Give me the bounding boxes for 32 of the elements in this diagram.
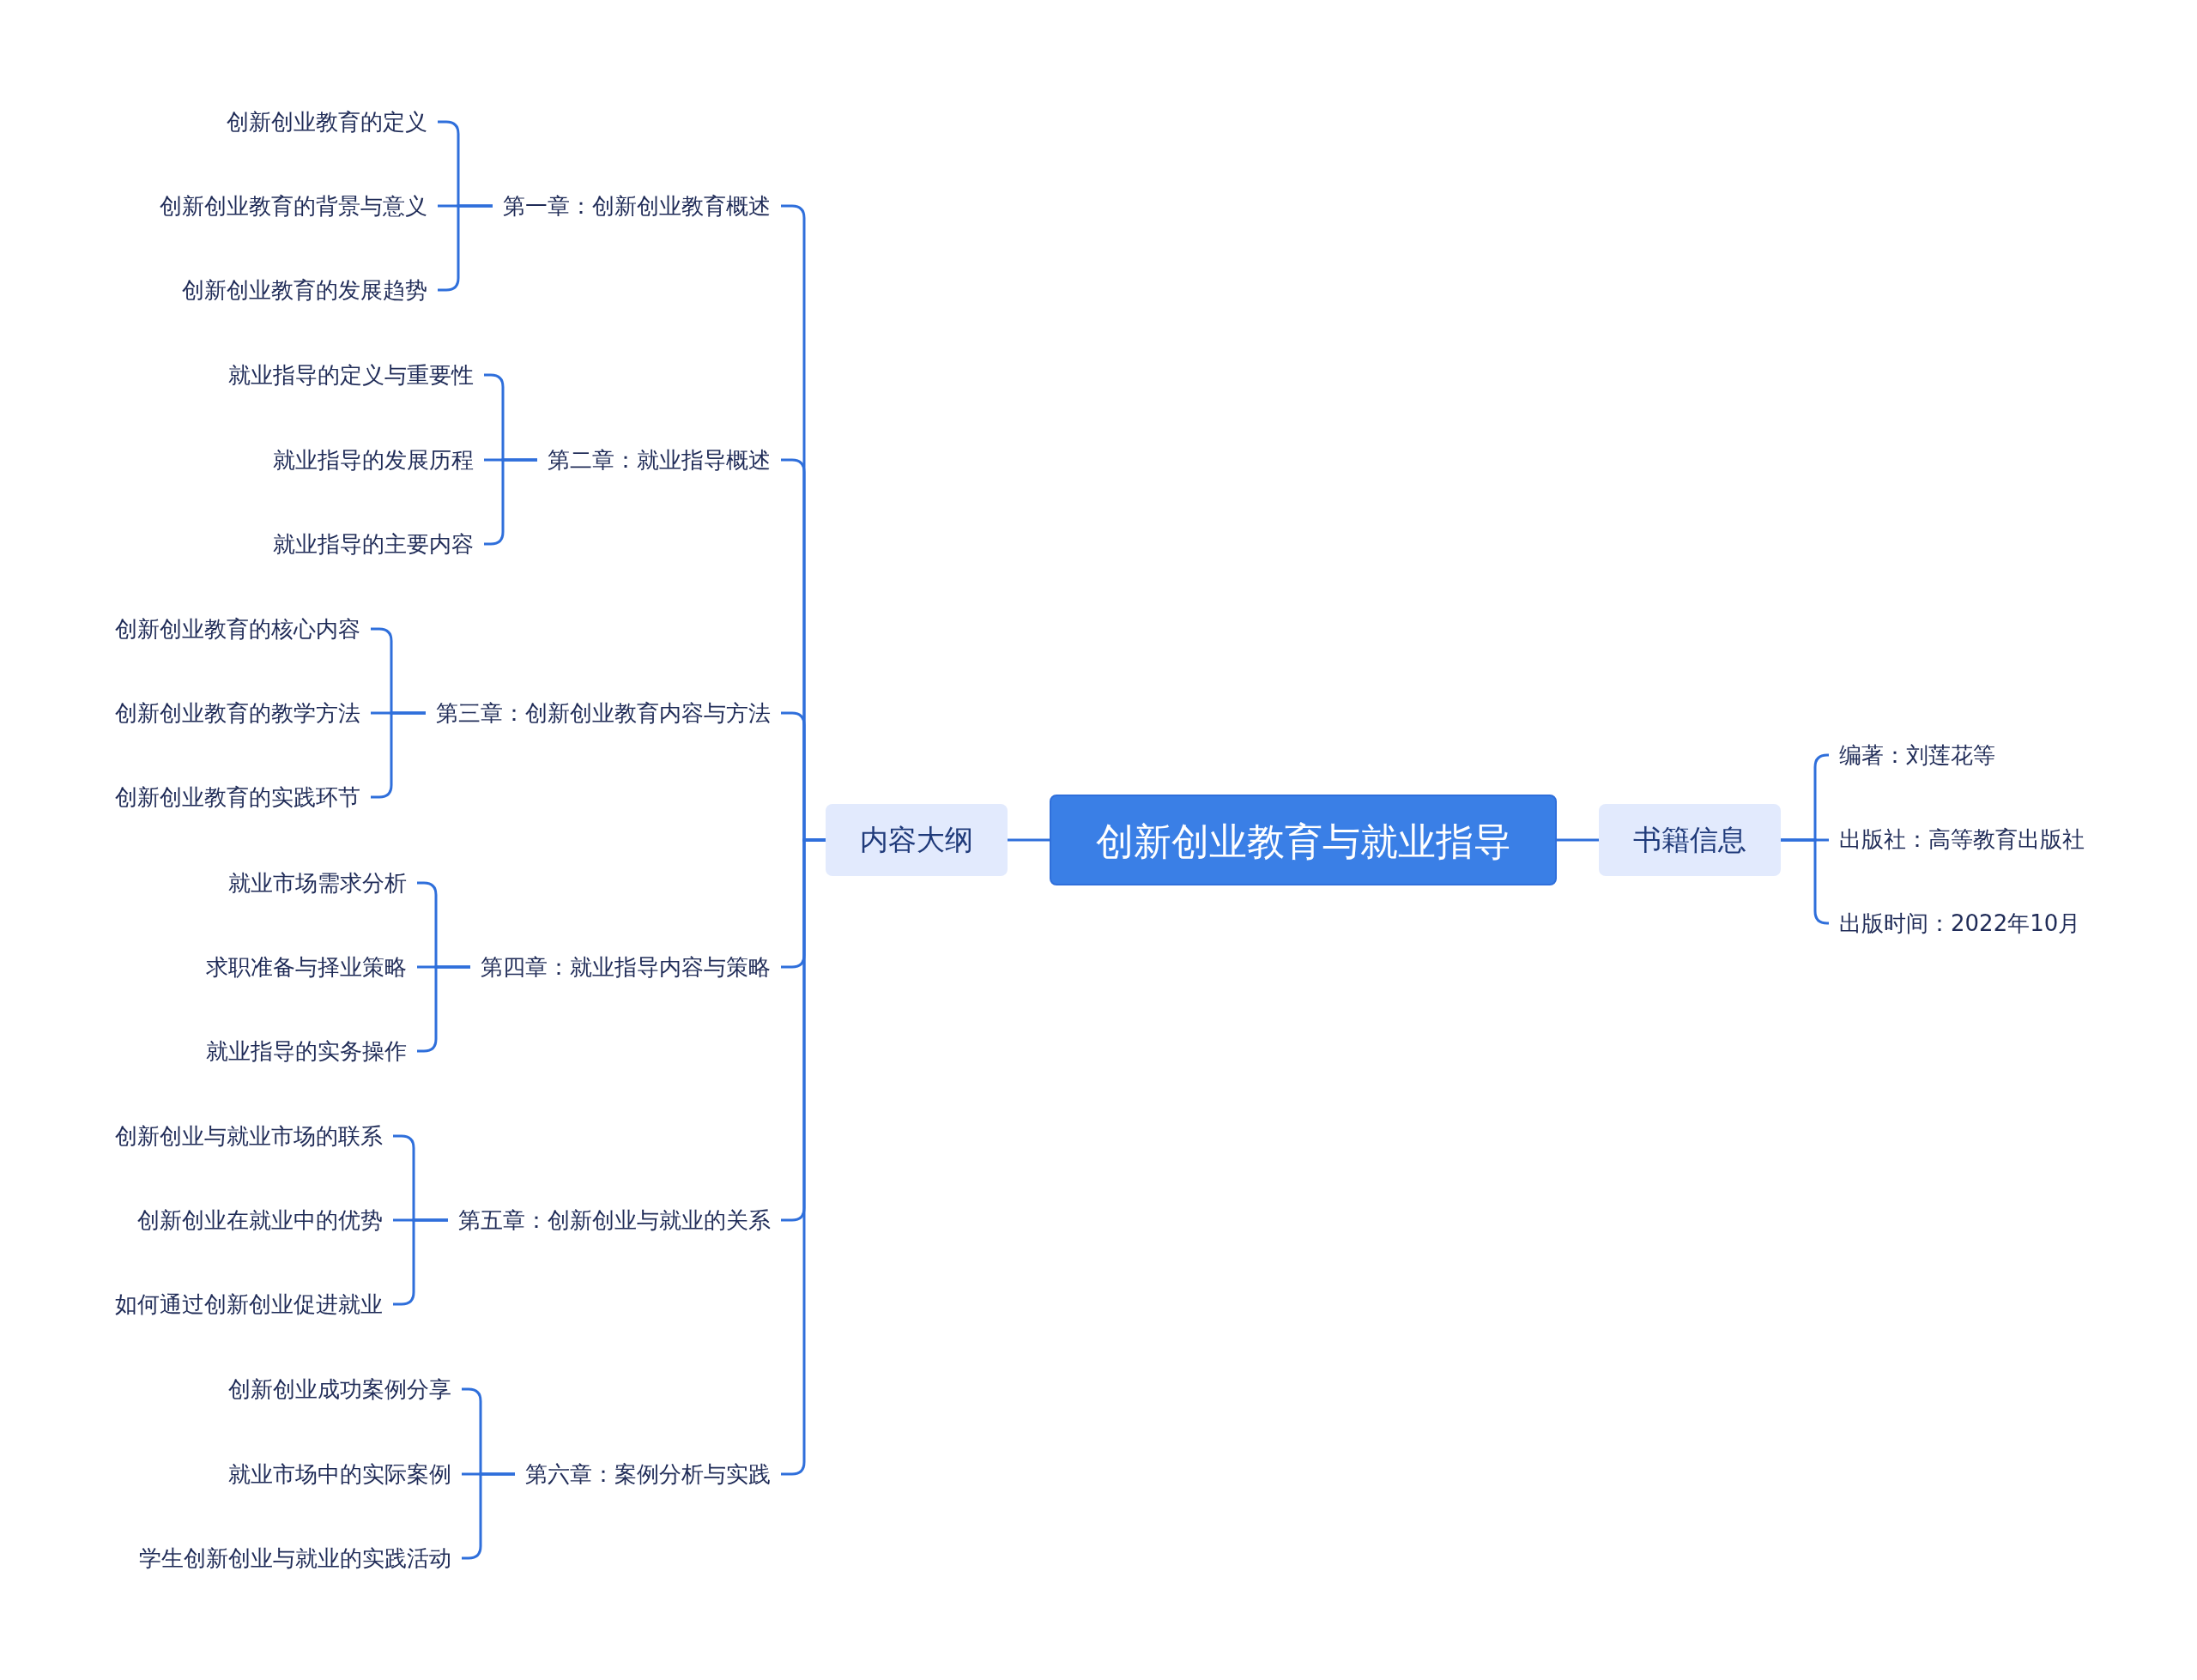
topic-text: 创新创业教育的教学方法 xyxy=(105,694,371,732)
topic-text: 就业指导的实务操作 xyxy=(196,1032,417,1070)
topic-text: 就业指导的主要内容 xyxy=(263,525,484,563)
topic-text: 创新创业教育的实践环节 xyxy=(105,778,371,816)
topic-text: 第六章：案例分析与实践 xyxy=(515,1455,781,1493)
central-topic-box: 创新创业教育与就业指导 xyxy=(1050,795,1557,885)
topic-text: 创新创业成功案例分享 xyxy=(218,1370,462,1408)
topic-text: 第一章：创新创业教育概述 xyxy=(493,187,781,225)
topic-text: 创新创业教育的核心内容 xyxy=(105,610,371,648)
topic-text: 学生创新创业与就业的实践活动 xyxy=(129,1539,462,1577)
topic-text: 创新创业教育的背景与意义 xyxy=(149,187,438,225)
connector-line xyxy=(1557,838,1599,842)
topic-text: 第三章：创新创业教育内容与方法 xyxy=(426,694,781,732)
topic-text: 创新创业在就业中的优势 xyxy=(127,1201,393,1239)
topic-text: 求职准备与择业策略 xyxy=(196,948,417,986)
branch-topic-box: 内容大纲 xyxy=(826,804,1008,876)
topic-text: 第二章：就业指导概述 xyxy=(537,441,781,479)
topic-text: 创新创业与就业市场的联系 xyxy=(105,1117,393,1155)
topic-text: 出版社：高等教育出版社 xyxy=(1829,820,2095,858)
topic-text: 出版时间：2022年10月 xyxy=(1829,904,2091,942)
topic-text: 第四章：就业指导内容与策略 xyxy=(470,948,781,986)
connector-line xyxy=(1008,838,1050,842)
topic-text: 创新创业教育的发展趋势 xyxy=(172,271,438,309)
topic-text: 就业指导的发展历程 xyxy=(263,441,484,479)
topic-text: 就业市场中的实际案例 xyxy=(218,1455,462,1493)
topic-text: 如何通过创新创业促进就业 xyxy=(105,1285,393,1323)
topic-text: 创新创业教育的定义 xyxy=(216,103,438,141)
topic-text: 就业市场需求分析 xyxy=(218,864,417,902)
branch-topic-box: 书籍信息 xyxy=(1599,804,1781,876)
topic-text: 第五章：创新创业与就业的关系 xyxy=(448,1201,781,1239)
topic-text: 编著：刘莲花等 xyxy=(1829,736,2006,774)
topic-text: 就业指导的定义与重要性 xyxy=(218,356,484,394)
